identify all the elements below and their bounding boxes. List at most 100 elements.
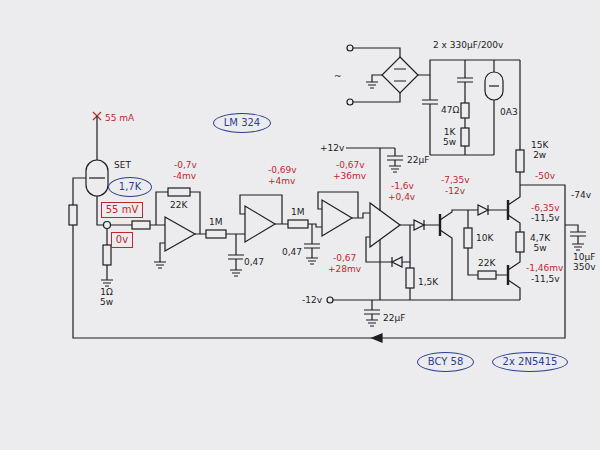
wire bbox=[366, 225, 440, 262]
measured-value: -0,67 bbox=[332, 253, 357, 263]
component-value: 22µF bbox=[406, 155, 430, 165]
component-value: 1,5K bbox=[417, 277, 439, 287]
measured-value: +36mv bbox=[332, 171, 367, 181]
measured-value: -0,7v bbox=[173, 160, 198, 170]
measured-value: -0,69v bbox=[267, 165, 298, 175]
diode-bar bbox=[391, 257, 392, 267]
measured-value: -12v bbox=[444, 186, 466, 196]
measured-value: -1,6v bbox=[390, 181, 415, 191]
capacitor-symbol bbox=[422, 100, 438, 104]
terminal-symbol bbox=[104, 222, 111, 229]
component-value: -12v bbox=[301, 295, 323, 305]
resistor-symbol bbox=[168, 188, 190, 196]
resistor-symbol bbox=[288, 220, 308, 228]
component-value: 1K 5w bbox=[442, 127, 457, 147]
ground-symbol bbox=[366, 320, 378, 326]
resistor-symbol bbox=[132, 221, 150, 229]
component-value: 22K bbox=[169, 200, 188, 210]
component-value: 22K bbox=[477, 258, 496, 268]
resistor-symbol bbox=[103, 245, 111, 265]
component-value: 1Ω 5w bbox=[99, 287, 114, 307]
arrow-head bbox=[372, 334, 382, 342]
measured-value: -50v bbox=[534, 171, 556, 181]
terminal-symbol bbox=[327, 297, 333, 303]
ground-symbol bbox=[101, 280, 113, 286]
component-value: 1M bbox=[290, 207, 306, 217]
component-value: ~ bbox=[333, 71, 343, 81]
wire bbox=[156, 192, 206, 234]
measured-value: -1,46mv bbox=[525, 263, 564, 273]
wire bbox=[318, 192, 370, 218]
resistor-symbol bbox=[516, 232, 524, 252]
node-text: 0v bbox=[115, 234, 129, 246]
wire bbox=[308, 224, 322, 258]
ground-symbol bbox=[366, 82, 378, 88]
diode-bar bbox=[423, 220, 424, 230]
capacitor-symbol bbox=[457, 78, 473, 82]
component-value: 2 x 330µF/200v bbox=[432, 40, 504, 50]
wire bbox=[565, 225, 578, 244]
ground-symbol bbox=[572, 244, 584, 250]
component-value: 15K 2w bbox=[530, 140, 549, 160]
component-value: 0,47 bbox=[281, 247, 303, 257]
measured-value: -7,35v bbox=[440, 175, 471, 185]
wire bbox=[240, 195, 288, 224]
component-value: 4,7K 5w bbox=[529, 233, 551, 253]
resistor-symbol bbox=[461, 103, 469, 118]
opamp-symbol bbox=[245, 206, 275, 242]
ground-symbol bbox=[154, 262, 166, 268]
measured-value: +0,4v bbox=[387, 192, 416, 202]
capacitor-symbol bbox=[304, 244, 320, 248]
terminal-symbol bbox=[347, 99, 353, 105]
component-value: 0A3 bbox=[499, 107, 519, 117]
bridge-rectifier bbox=[382, 57, 418, 93]
chip-label: LM 324 bbox=[213, 113, 271, 133]
bridge-diodes bbox=[394, 69, 406, 81]
resistor-symbol bbox=[69, 205, 77, 225]
capacitor-symbol bbox=[364, 310, 380, 314]
resistor-symbol bbox=[206, 230, 226, 238]
component-value: 10K bbox=[475, 233, 494, 243]
component-value: -11,5v bbox=[530, 213, 561, 223]
wire bbox=[333, 240, 520, 320]
tube-symbol bbox=[86, 160, 108, 196]
component-value: 0,47 bbox=[243, 257, 265, 267]
opamp-symbol bbox=[322, 200, 352, 236]
measured-value: +4mv bbox=[267, 176, 296, 186]
opamp-symbol bbox=[370, 203, 400, 247]
ground-symbol bbox=[230, 270, 242, 276]
ground-symbol bbox=[306, 258, 318, 264]
terminal-symbol bbox=[347, 45, 353, 51]
component-value: 47Ω bbox=[440, 105, 460, 115]
measured-value: 55 mA bbox=[104, 113, 135, 123]
value-circle: 1,7K bbox=[108, 177, 152, 197]
capacitor-symbol bbox=[228, 255, 244, 259]
opamp-symbol bbox=[165, 217, 195, 251]
part-label: BCY 58 bbox=[417, 352, 474, 372]
node-text: BCY 58 bbox=[427, 356, 464, 368]
diode-bar bbox=[487, 205, 488, 215]
component-value: -11,5v bbox=[530, 274, 561, 284]
tube-grid bbox=[89, 177, 105, 178]
capacitor-symbol bbox=[570, 232, 586, 236]
transistor-symbol bbox=[440, 210, 508, 300]
part-label: 2x 2N5415 bbox=[492, 352, 568, 372]
resistor-symbol bbox=[478, 271, 496, 279]
measured-value: -0,67v bbox=[335, 160, 366, 170]
resistor-symbol bbox=[464, 228, 472, 248]
reading-box: 55 mV bbox=[101, 202, 143, 218]
diode-symbol bbox=[478, 205, 488, 215]
measured-value: -4mv bbox=[172, 171, 197, 181]
feedback-wire bbox=[73, 178, 565, 338]
wire bbox=[468, 210, 508, 275]
diode-symbol bbox=[414, 220, 424, 230]
component-value: SET bbox=[113, 160, 132, 170]
resistor-symbol bbox=[516, 150, 524, 172]
measured-value: +28mv bbox=[327, 264, 362, 274]
node-text: 2x 2N5415 bbox=[502, 356, 558, 368]
diode-symbol bbox=[392, 257, 402, 267]
component-value: 1M bbox=[208, 217, 224, 227]
resistor-symbol bbox=[406, 268, 414, 288]
